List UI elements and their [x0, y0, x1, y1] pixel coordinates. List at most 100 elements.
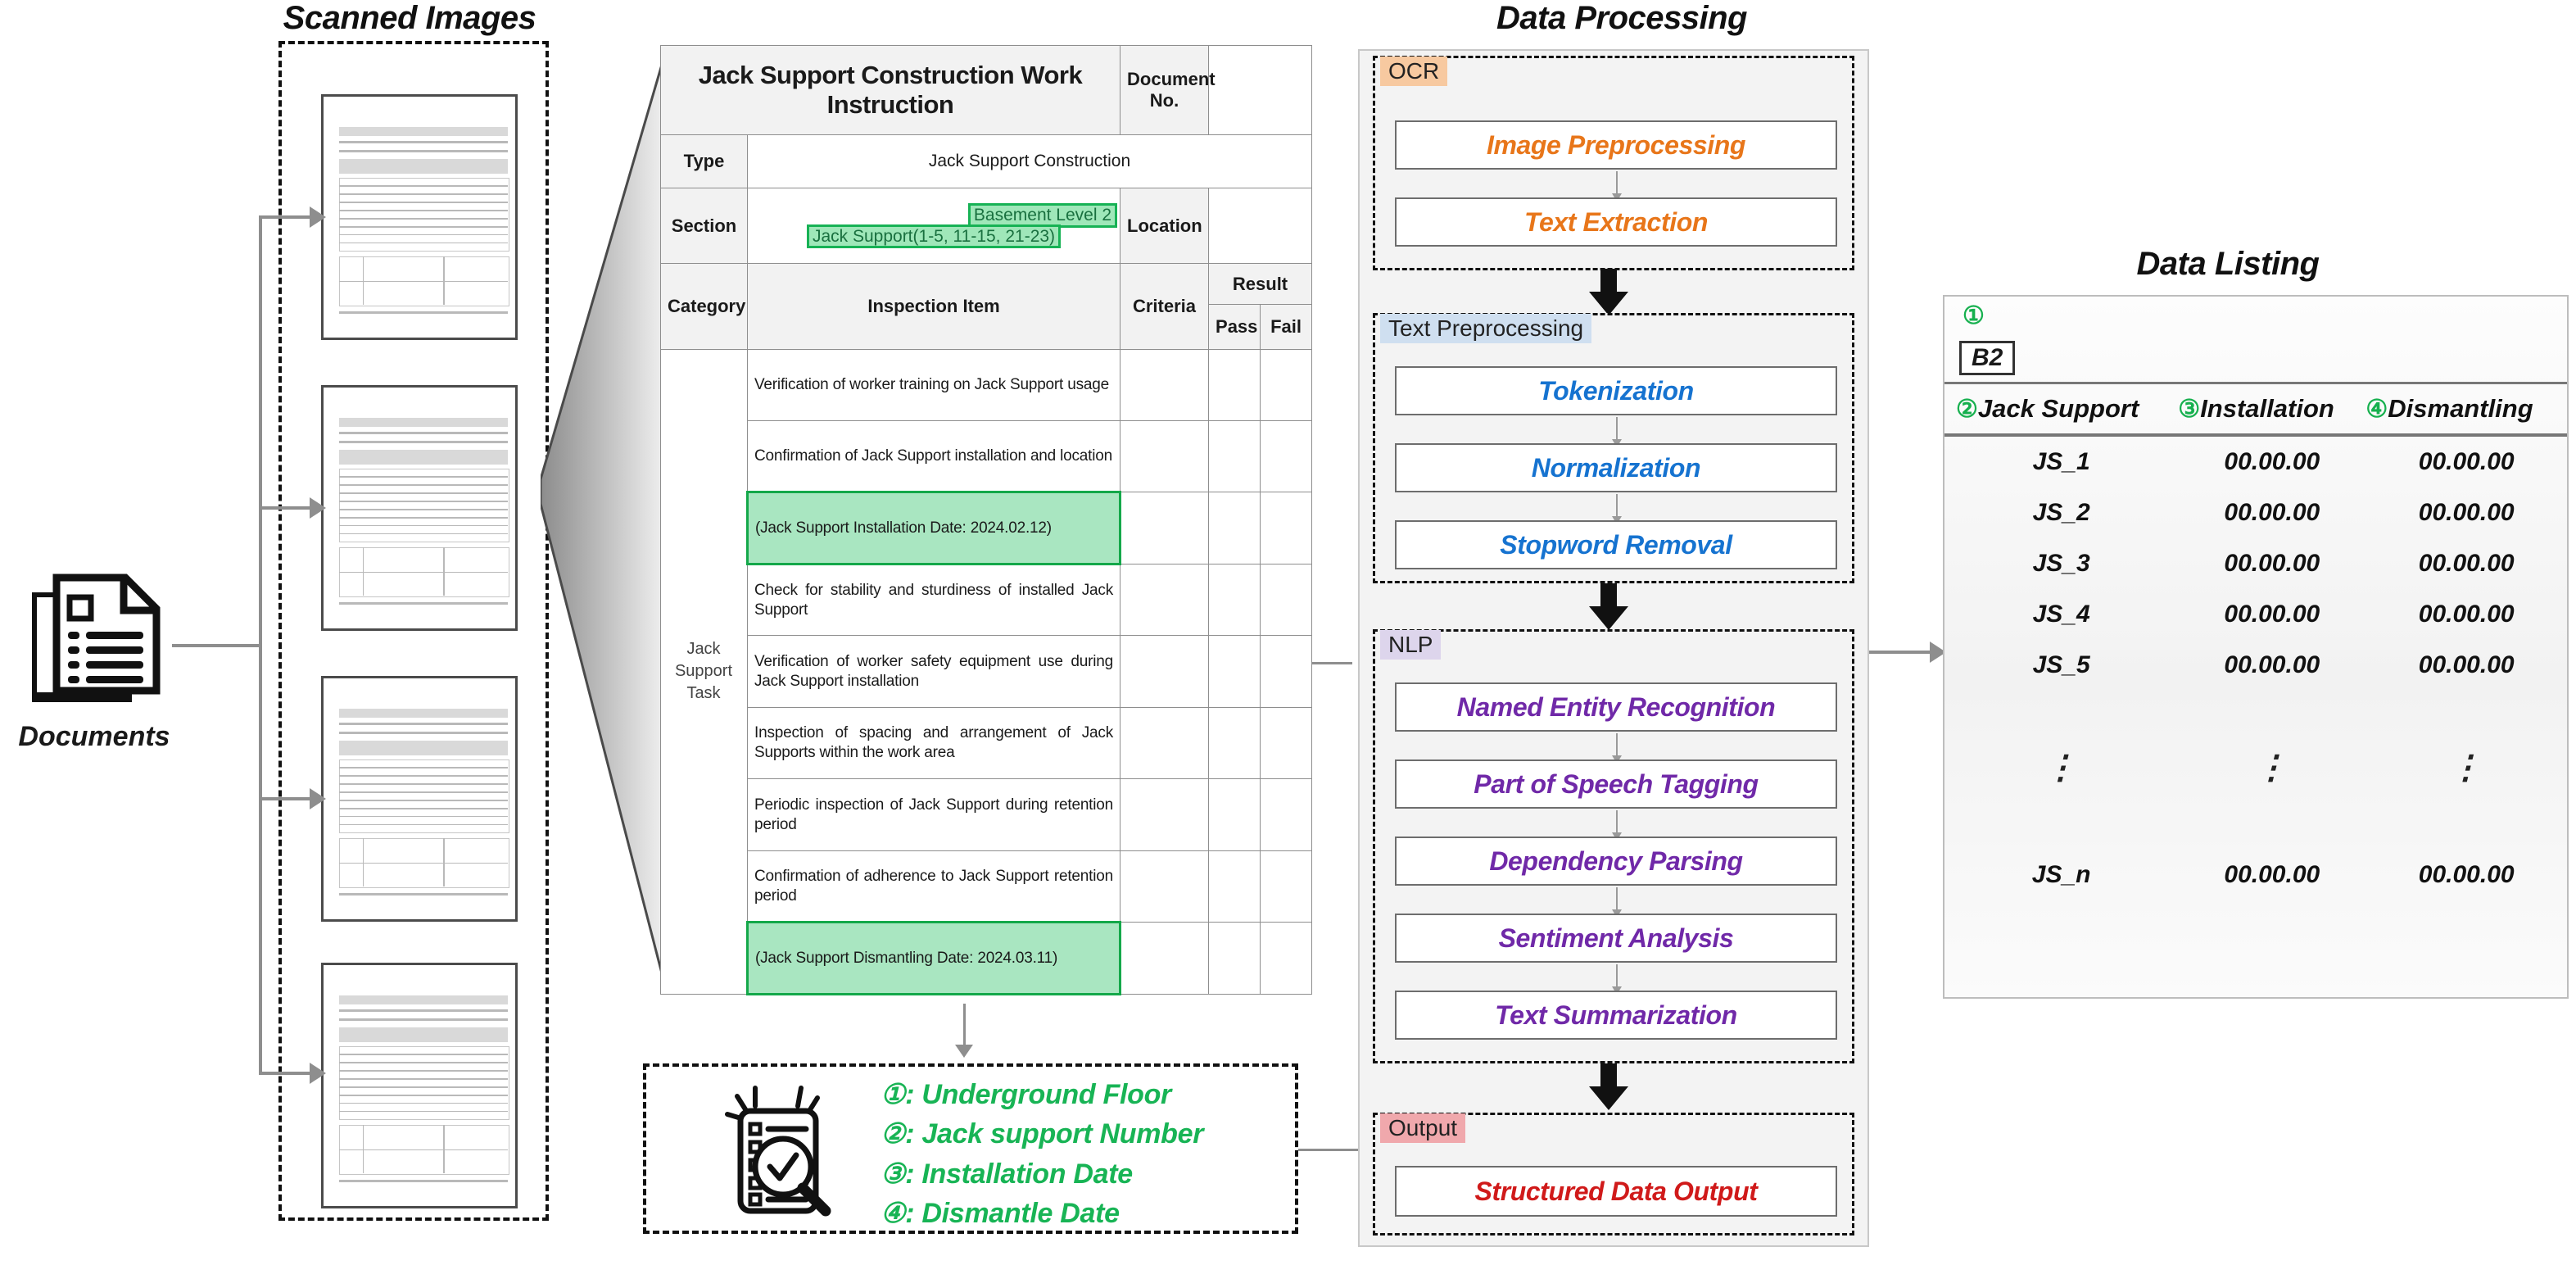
criteria-cell[interactable]	[1120, 850, 1210, 923]
node-image-preprocessing[interactable]: Image Preprocessing	[1395, 120, 1837, 170]
section-highlight-basement: Basement Level 2	[967, 203, 1118, 228]
pass-cell[interactable]	[1208, 850, 1261, 923]
node-sentiment-analysis[interactable]: Sentiment Analysis	[1395, 914, 1837, 963]
pass-cell[interactable]	[1208, 492, 1261, 564]
pipeline-to-listing-line	[1869, 651, 1935, 654]
criteria-cell[interactable]	[1120, 635, 1210, 708]
fail-cell[interactable]	[1260, 419, 1313, 493]
cell-reference-box[interactable]: B2	[1959, 341, 2016, 375]
node-named-entity-recognition[interactable]: Named Entity Recognition	[1395, 682, 1837, 732]
listing-cell-dismantling: 00.00.00	[2418, 499, 2515, 526]
pass-cell[interactable]	[1208, 563, 1261, 637]
table-title: Jack Support Construction Work Instructi…	[659, 44, 1121, 136]
fail-cell[interactable]	[1260, 563, 1313, 637]
inspection-item-cell-installation-date: (Jack Support Installation Date: 2024.02…	[745, 491, 1122, 565]
node-dependency-parsing[interactable]: Dependency Parsing	[1395, 837, 1837, 886]
fail-cell[interactable]	[1260, 706, 1313, 780]
criteria-label: Criteria	[1120, 263, 1210, 350]
document-no-value[interactable]	[1208, 44, 1313, 136]
list-item: JS_1 00.00.00 00.00.00	[1944, 437, 2567, 487]
criteria-cell[interactable]	[1120, 563, 1210, 637]
node-structured-data-output[interactable]: Structured Data Output	[1395, 1166, 1837, 1217]
legend-text-1: : Underground Floor	[905, 1079, 1171, 1110]
scanned-thumbnail-4[interactable]	[321, 963, 518, 1208]
list-ellipsis-row: ⋮ ⋮ ⋮	[1944, 691, 2567, 846]
pass-cell[interactable]	[1208, 348, 1261, 422]
preprocessing-arrow-2	[1612, 494, 1622, 524]
scanned-images-container	[278, 41, 549, 1221]
stage-tag-text-preprocessing: Text Preprocessing	[1380, 314, 1592, 344]
fail-cell[interactable]	[1260, 635, 1313, 708]
node-normalization[interactable]: Normalization	[1395, 443, 1837, 492]
branch-arrow-4-line	[259, 1072, 313, 1075]
pass-cell[interactable]	[1208, 922, 1261, 995]
legend-item-4: ④: Dismantle Date	[881, 1194, 1274, 1233]
list-item: JS_4 00.00.00 00.00.00	[1944, 589, 2567, 640]
fail-label: Fail	[1260, 304, 1313, 350]
criteria-cell[interactable]	[1120, 922, 1210, 995]
listing-ellipsis-2: ⋮	[2254, 750, 2289, 787]
criteria-cell[interactable]	[1120, 419, 1210, 493]
fail-cell[interactable]	[1260, 778, 1313, 851]
branch-arrow-3-line	[259, 797, 313, 800]
node-tokenization[interactable]: Tokenization	[1395, 366, 1837, 415]
branch-arrow-3-head	[310, 788, 326, 809]
pass-label: Pass	[1208, 304, 1261, 350]
criteria-cell[interactable]	[1120, 706, 1210, 780]
legend-item-2: ②: Jack support Number	[881, 1114, 1274, 1154]
legend-marker-3: ③	[881, 1158, 906, 1190]
listing-cell-installation: 00.00.00	[2224, 651, 2320, 678]
fail-cell[interactable]	[1260, 850, 1313, 923]
listing-cell-dismantling: 00.00.00	[2418, 550, 2515, 577]
inspection-item-cell: Check for stability and sturdiness of in…	[746, 563, 1121, 637]
inspection-item-cell: Confirmation of adherence to Jack Suppor…	[746, 850, 1121, 923]
listing-cell-installation-last: 00.00.00	[2224, 861, 2320, 888]
pass-cell[interactable]	[1208, 706, 1261, 780]
type-value: Jack Support Construction	[746, 134, 1313, 188]
fail-cell[interactable]	[1260, 348, 1313, 422]
node-stopword-removal[interactable]: Stopword Removal	[1395, 520, 1837, 569]
scanned-thumbnail-3[interactable]	[321, 676, 518, 922]
documents-connector-vertical	[259, 217, 262, 1073]
inspection-item-cell: Verification of worker safety equipment …	[746, 635, 1121, 708]
list-item: JS_2 00.00.00 00.00.00	[1944, 487, 2567, 538]
pass-cell[interactable]	[1208, 635, 1261, 708]
branch-arrow-2-head	[310, 497, 326, 519]
pass-cell[interactable]	[1208, 778, 1261, 851]
pipeline-to-listing-arrowhead	[1930, 642, 1946, 663]
checklist-magnifier-icon	[713, 1081, 848, 1217]
table-row: Confirmation of adherence to Jack Suppor…	[661, 850, 1313, 923]
fail-cell[interactable]	[1260, 492, 1313, 564]
ocr-to-preprocessing-arrow	[1589, 269, 1628, 315]
node-text-extraction[interactable]: Text Extraction	[1395, 197, 1837, 247]
branch-arrow-4-head	[310, 1063, 326, 1084]
listing-cell-installation: 00.00.00	[2224, 499, 2320, 526]
listing-cell-installation: 00.00.00	[2224, 448, 2320, 475]
location-value[interactable]	[1208, 187, 1313, 265]
nlp-arrow-2	[1612, 810, 1622, 841]
stage-text-preprocessing: Text Preprocessing Tokenization Normaliz…	[1373, 313, 1854, 583]
listing-header-installation: ③Installation	[2178, 394, 2334, 423]
result-label: Result	[1208, 263, 1313, 306]
branch-arrow-1-line	[259, 215, 313, 219]
scanned-thumbnail-2[interactable]	[321, 385, 518, 631]
pass-cell[interactable]	[1208, 419, 1261, 493]
scanned-thumbnail-1[interactable]	[321, 94, 518, 340]
stage-nlp: NLP Named Entity Recognition Part of Spe…	[1373, 629, 1854, 1063]
listing-ellipsis-1: ⋮	[2044, 750, 2079, 787]
node-part-of-speech-tagging[interactable]: Part of Speech Tagging	[1395, 759, 1837, 809]
node-text-summarization[interactable]: Text Summarization	[1395, 991, 1837, 1040]
legend-marker-1: ①	[881, 1079, 906, 1110]
work-instruction-table: Jack Support Construction Work Instructi…	[659, 44, 1313, 995]
listing-rule-header	[1944, 433, 2567, 437]
listing-cell-id: JS_4	[2032, 601, 2090, 628]
inspection-item-cell: Periodic inspection of Jack Support duri…	[746, 778, 1121, 851]
listing-cell-id-last: JS_n	[2031, 861, 2091, 888]
criteria-cell[interactable]	[1120, 492, 1210, 564]
listing-cell-installation: 00.00.00	[2224, 601, 2320, 628]
criteria-cell[interactable]	[1120, 778, 1210, 851]
scanned-images-title: Scanned Images	[283, 0, 536, 36]
fail-cell[interactable]	[1260, 922, 1313, 995]
criteria-cell[interactable]	[1120, 348, 1210, 422]
stage-tag-ocr: OCR	[1380, 57, 1448, 87]
